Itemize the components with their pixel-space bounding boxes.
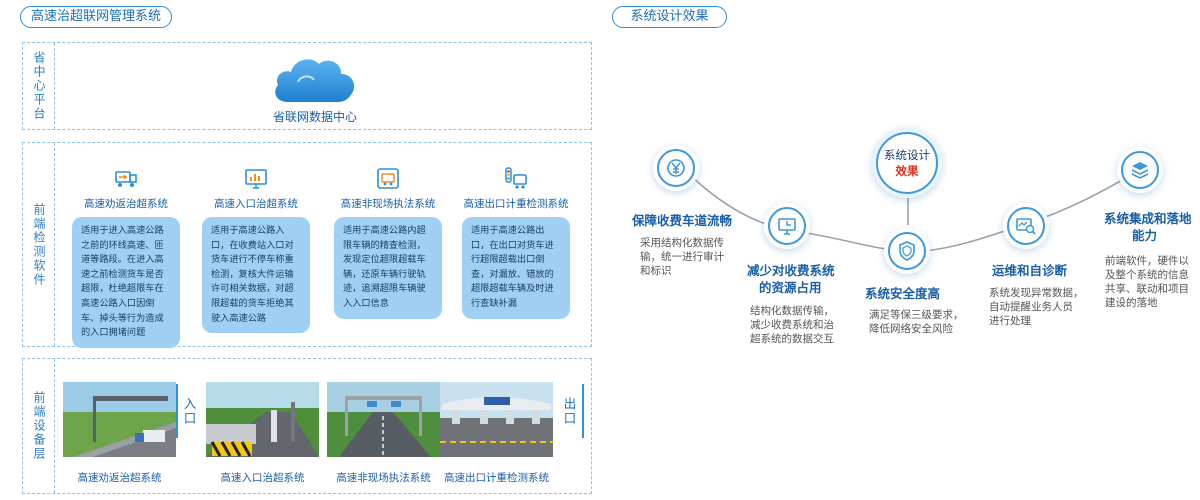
data-center-label: 省联网数据中心 [272, 110, 357, 124]
photo-exit-system [440, 382, 553, 457]
monitor-chart-icon [243, 166, 269, 192]
monitor-icon [768, 207, 806, 245]
system-desc: 适用于高速公路出口，在出口对货车进行超限超载出口倒查，对漏放、错放的超限超载车辆… [462, 217, 570, 319]
center-line1: 系统设计 [884, 148, 930, 162]
photo-entry-system [206, 382, 319, 457]
effect-node-5 [1117, 147, 1163, 193]
effect-center-node: 系统设计 效果 [872, 128, 942, 198]
truck-screen-icon [375, 166, 401, 192]
cloud-icon [270, 52, 360, 112]
system-card-exit: 高速出口计重检测系统 适用于高速公路出口，在出口对货车进行超限超载出口倒查，对漏… [462, 166, 570, 319]
row-province-center: 省中心平台 [22, 42, 592, 130]
left-panel-title: 高速治超联网管理系统 [20, 6, 172, 28]
system-title: 高速出口计重检测系统 [463, 198, 569, 210]
effect-title-3: 系统安全度高 [865, 286, 941, 301]
effect-node-1 [653, 145, 699, 191]
effect-node-3 [884, 228, 930, 274]
photo-offsite-system [327, 382, 440, 457]
effect-desc-2: 结构化数据传输，减少收费系统和治超系统的数据交互 [750, 305, 834, 345]
row-front-software: 前端检测软件 [22, 142, 592, 347]
row-device-layer: 前端设备层 [22, 358, 592, 494]
system-card-offsite: 高速非现场执法系统 适用于高速公路内超限车辆的精查检测，发现定位超限超载车辆，还… [334, 166, 442, 319]
shield-icon [888, 232, 926, 270]
effect-desc-1: 采用结构化数据传输，统一进行审计和标识 [640, 237, 724, 277]
photo-caption: 高速出口计重检测系统 [444, 472, 549, 484]
system-desc: 适用于高速公路入口，在收费站入口对货车进行不停车称重检测，复核大件运输许可相关数… [202, 217, 310, 334]
photo-caption: 高速入口治超系统 [220, 472, 305, 484]
effect-title-2: 减少对收费系统的资源占用 [747, 263, 835, 295]
row-label-device: 前端设备层 [32, 391, 46, 461]
system-desc: 适用于进入高速公路之前的环线高速、匝道等路段。在进入高速之前检测货车是否超限，杜… [72, 217, 180, 348]
photo-caption: 高速非现场执法系统 [336, 472, 431, 484]
row-label-software: 前端检测软件 [32, 202, 46, 287]
photo-return-system [63, 382, 176, 457]
effect-desc-5: 前端软件，硬件以及整个系统的信息共享、联动和项目建设的落地 [1105, 255, 1189, 309]
effect-title-5: 系统集成和落地能力 [1104, 211, 1192, 243]
system-card-entry: 高速入口治超系统 适用于高速公路入口，在收费站入口对货车进行不停车称重检测，复核… [202, 166, 310, 334]
row-label-province: 省中心平台 [32, 51, 46, 121]
effect-desc-4: 系统发现异常数据，自动提醒业务人员进行处理 [989, 287, 1084, 327]
effect-title-4: 运维和自诊断 [992, 263, 1068, 278]
layers-icon [1121, 151, 1159, 189]
effect-title-1: 保障收费车道流畅 [632, 213, 733, 228]
right-panel-title: 系统设计效果 [612, 6, 727, 28]
truck-return-icon [113, 166, 139, 192]
effect-desc-3: 满足等保三级要求，降低网络安全风险 [869, 309, 964, 335]
photo-caption: 高速劝返治超系统 [77, 472, 162, 484]
system-desc: 适用于高速公路内超限车辆的精查检测，发现定位超限超载车辆，还原车辆行驶轨迹，追溯… [334, 217, 442, 319]
entry-gate: 入口 [176, 384, 202, 438]
yen-icon [657, 149, 695, 187]
system-title: 高速入口治超系统 [214, 198, 298, 210]
system-title: 高速非现场执法系统 [340, 198, 436, 210]
traffic-light-truck-icon [503, 166, 529, 192]
effect-node-4 [1003, 203, 1049, 249]
diagnose-icon [1007, 207, 1045, 245]
effect-node-2 [764, 203, 810, 249]
exit-gate: 出口 [556, 384, 584, 438]
center-line2: 效果 [895, 164, 919, 178]
system-card-return: 高速劝返治超系统 适用于进入高速公路之前的环线高速、匝道等路段。在进入高速之前检… [72, 166, 180, 348]
system-title: 高速劝返治超系统 [84, 198, 168, 210]
